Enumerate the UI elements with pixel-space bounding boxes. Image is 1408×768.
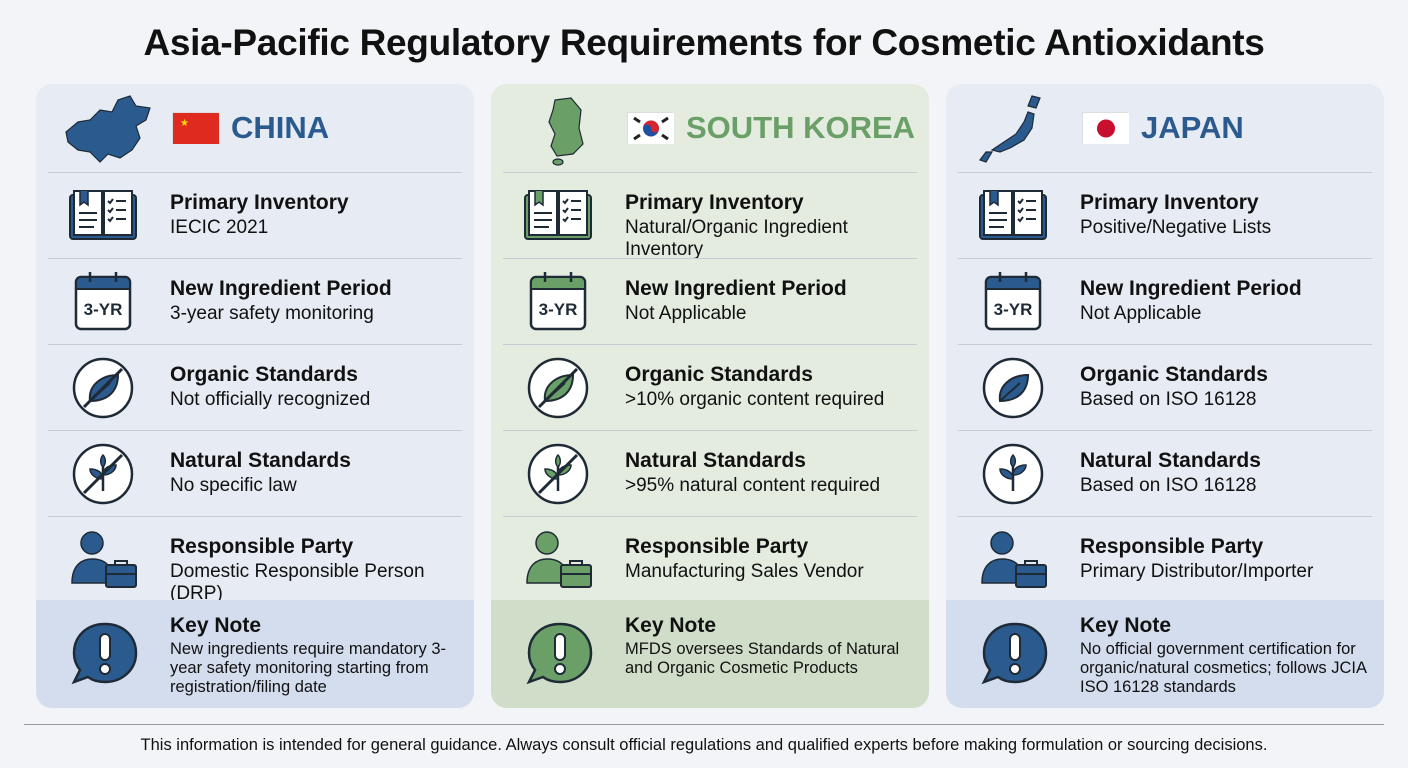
- requirement-row: Primary Inventory Natural/Organic Ingred…: [503, 172, 917, 260]
- row-label: New Ingredient Period: [1080, 277, 1302, 300]
- calendar-icon: 3-YR: [523, 271, 593, 333]
- korea-flag-icon: [627, 112, 674, 144]
- calendar-icon: 3-YR: [68, 271, 138, 333]
- row-label: Primary Inventory: [625, 191, 804, 214]
- row-value: Not officially recognized: [170, 389, 371, 410]
- key-note-label: Key Note: [625, 614, 717, 637]
- japan-flag-icon: [1082, 112, 1129, 144]
- row-label: Organic Standards: [170, 363, 358, 386]
- country-map-icon: [979, 95, 1041, 163]
- leaf-icon: [978, 357, 1048, 419]
- key-note-label: Key Note: [1080, 614, 1172, 637]
- country-map-icon: [548, 97, 584, 166]
- panel-header: ★ CHINA: [36, 84, 474, 172]
- row-value: >10% organic content required: [625, 389, 885, 410]
- book-checklist-icon: [68, 185, 138, 247]
- row-label: New Ingredient Period: [625, 277, 847, 300]
- panel-japan: JAPAN Primary Inventory Positive/Negativ…: [946, 84, 1384, 708]
- sprout-icon: [978, 443, 1048, 505]
- sprout-crossed-icon: [523, 443, 593, 505]
- row-label: Responsible Party: [170, 535, 354, 558]
- row-label: Responsible Party: [625, 535, 809, 558]
- country-name: JAPAN: [1141, 110, 1244, 145]
- row-label: Primary Inventory: [1080, 191, 1259, 214]
- row-label: Natural Standards: [1080, 449, 1261, 472]
- panel-header: SOUTH KOREA: [491, 84, 929, 172]
- requirement-row: Natural Standards >95% natural content r…: [503, 430, 917, 516]
- book-checklist-icon: [978, 185, 1048, 247]
- calendar-icon: 3-YR: [978, 271, 1048, 333]
- key-note-label: Key Note: [170, 614, 262, 637]
- requirement-row: 3-YR New Ingredient Period Not Applicabl…: [503, 258, 917, 344]
- row-value: Manufacturing Sales Vendor: [625, 561, 864, 582]
- row-value: Primary Distributor/Importer: [1080, 561, 1314, 582]
- row-value: Based on ISO 16128: [1080, 475, 1257, 496]
- row-label: New Ingredient Period: [170, 277, 392, 300]
- row-value: No specific law: [170, 475, 297, 496]
- panel-china: ★ CHINA Primary Inventory IECIC 2021 3-Y…: [36, 84, 474, 708]
- key-note-text: MFDS oversees Standards of Natural and O…: [625, 640, 900, 677]
- requirement-row: Organic Standards Not officially recogni…: [48, 344, 462, 430]
- key-note: Key Note No official government certific…: [946, 600, 1384, 708]
- key-note: Key Note MFDS oversees Standards of Natu…: [491, 600, 929, 708]
- divider: [24, 724, 1384, 725]
- row-label: Responsible Party: [1080, 535, 1264, 558]
- svg-text:3-YR: 3-YR: [84, 300, 123, 319]
- requirement-row: Organic Standards >10% organic content r…: [503, 344, 917, 430]
- row-label: Primary Inventory: [170, 191, 349, 214]
- panel-header: JAPAN: [946, 84, 1384, 172]
- requirement-row: Responsible Party Domestic Responsible P…: [48, 516, 462, 604]
- row-label: Organic Standards: [1080, 363, 1268, 386]
- country-name: SOUTH KOREA: [686, 110, 916, 145]
- requirement-row: Primary Inventory Positive/Negative List…: [958, 172, 1372, 258]
- country-map-icon: [65, 95, 151, 163]
- row-label: Organic Standards: [625, 363, 813, 386]
- footer-disclaimer: This information is intended for general…: [140, 736, 1268, 754]
- svg-text:★: ★: [180, 118, 189, 129]
- china-flag-icon: ★: [172, 112, 219, 144]
- key-note-text: No official government certification for…: [1080, 640, 1367, 696]
- row-value: Based on ISO 16128: [1080, 389, 1257, 410]
- row-value: IECIC 2021: [170, 217, 269, 238]
- row-value: >95% natural content required: [625, 475, 881, 496]
- key-note: Key Note New ingredients require mandato…: [36, 600, 474, 708]
- requirement-row: Organic Standards Based on ISO 16128: [958, 344, 1372, 430]
- person-briefcase-icon: [68, 529, 138, 591]
- row-value: Domestic Responsible Person (DRP): [170, 561, 425, 604]
- page-title: Asia-Pacific Regulatory Requirements for…: [143, 22, 1265, 63]
- leaf-crossed-icon: [68, 357, 138, 419]
- sprout-crossed-icon: [68, 443, 138, 505]
- row-label: Natural Standards: [170, 449, 351, 472]
- requirement-row: Primary Inventory IECIC 2021: [48, 172, 462, 258]
- row-value: Not Applicable: [625, 303, 747, 324]
- speech-exclamation-icon: [980, 620, 1050, 688]
- book-checklist-icon: [523, 185, 593, 247]
- row-value: Natural/Organic Ingredient Inventory: [625, 217, 848, 260]
- leaf-crossed-icon: [523, 357, 593, 419]
- requirement-row: 3-YR New Ingredient Period Not Applicabl…: [958, 258, 1372, 344]
- speech-exclamation-icon: [525, 620, 595, 688]
- row-value: Positive/Negative Lists: [1080, 217, 1272, 238]
- person-briefcase-icon: [523, 529, 593, 591]
- requirement-row: Natural Standards Based on ISO 16128: [958, 430, 1372, 516]
- person-briefcase-icon: [978, 529, 1048, 591]
- requirement-row: 3-YR New Ingredient Period 3-year safety…: [48, 258, 462, 344]
- requirement-row: Responsible Party Primary Distributor/Im…: [958, 516, 1372, 602]
- key-note-text: New ingredients require mandatory 3-year…: [170, 640, 447, 696]
- panel-south-korea: SOUTH KOREA Primary Inventory Natural/Or…: [491, 84, 929, 708]
- svg-text:3-YR: 3-YR: [994, 300, 1033, 319]
- svg-text:3-YR: 3-YR: [539, 300, 578, 319]
- row-label: Natural Standards: [625, 449, 806, 472]
- row-value: Not Applicable: [1080, 303, 1202, 324]
- country-name: CHINA: [231, 110, 330, 145]
- requirement-row: Natural Standards No specific law: [48, 430, 462, 516]
- speech-exclamation-icon: [70, 620, 140, 688]
- requirement-row: Responsible Party Manufacturing Sales Ve…: [503, 516, 917, 602]
- row-value: 3-year safety monitoring: [170, 303, 374, 324]
